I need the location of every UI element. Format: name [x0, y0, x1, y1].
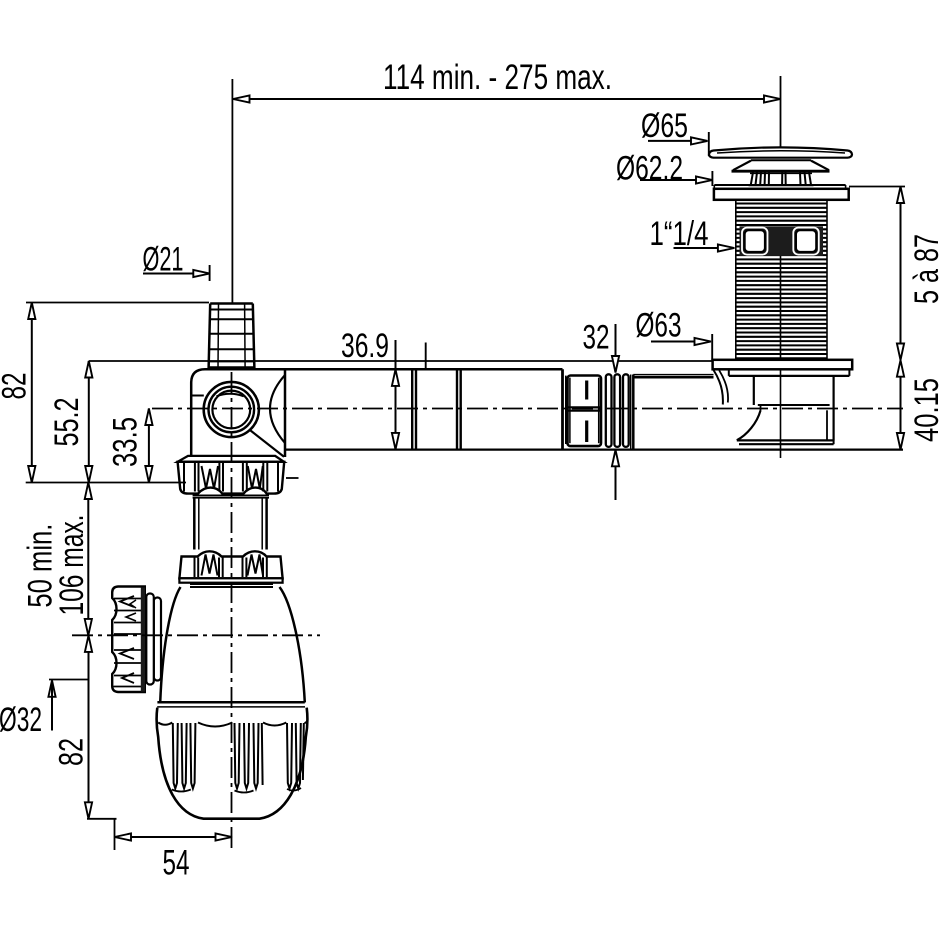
svg-text:54: 54	[163, 844, 190, 883]
svg-text:5 à 87: 5 à 87	[908, 234, 940, 304]
svg-text:82: 82	[0, 373, 34, 400]
svg-text:106 max.: 106 max.	[53, 515, 91, 616]
svg-text:Ø62.2: Ø62.2	[616, 150, 683, 188]
svg-text:36.9: 36.9	[341, 327, 389, 365]
svg-text:82: 82	[53, 738, 91, 766]
svg-text:50 min.: 50 min.	[22, 524, 60, 608]
svg-text:33.5: 33.5	[107, 417, 145, 467]
svg-text:Ø32: Ø32	[0, 701, 42, 739]
svg-text:1“1/4: 1“1/4	[650, 215, 709, 253]
svg-text:114 min. - 275 max.: 114 min. - 275 max.	[383, 58, 612, 97]
svg-text:40.15: 40.15	[908, 378, 940, 442]
svg-text:32: 32	[583, 319, 610, 357]
svg-text:Ø65: Ø65	[641, 107, 688, 145]
svg-text:55.2: 55.2	[48, 398, 86, 447]
svg-text:Ø63: Ø63	[636, 307, 682, 345]
svg-text:Ø21: Ø21	[143, 241, 184, 279]
